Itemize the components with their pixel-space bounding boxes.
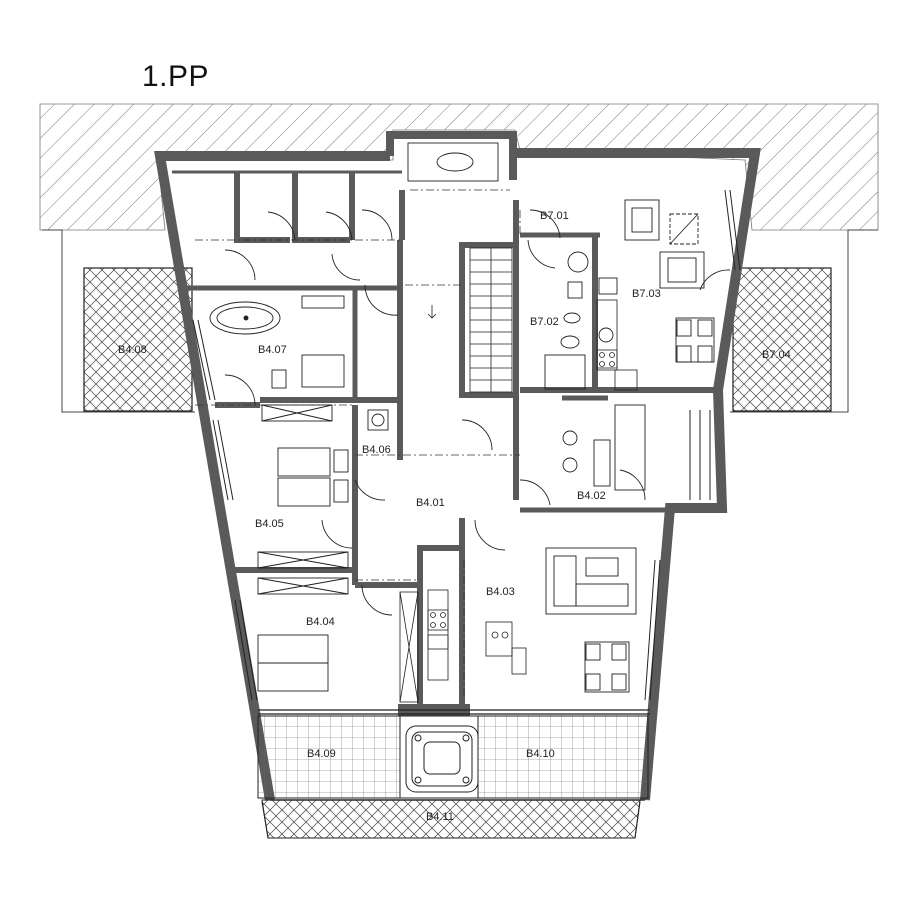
label-b403: B4.03 xyxy=(486,586,515,598)
circulation-lines xyxy=(195,189,521,700)
label-b406: B4.06 xyxy=(362,444,391,456)
hot-tub xyxy=(405,725,479,793)
label-b701: B7.01 xyxy=(540,210,569,222)
label-b405: B4.05 xyxy=(255,518,284,530)
staircase xyxy=(427,247,513,393)
balcony-b408 xyxy=(83,267,193,412)
furniture xyxy=(257,199,715,693)
label-b401: B4.01 xyxy=(416,497,445,509)
label-b407: B4.07 xyxy=(258,344,287,356)
kitchens xyxy=(399,299,638,703)
bath-fixtures xyxy=(209,142,618,487)
side-terraces xyxy=(42,229,878,413)
label-b703: B7.03 xyxy=(632,288,661,300)
floor-title: 1.PP xyxy=(142,60,210,93)
label-b702: B7.02 xyxy=(530,316,559,328)
label-b410: B4.10 xyxy=(526,748,555,760)
bottom-terraces xyxy=(257,715,649,839)
terrace-b409 xyxy=(257,715,401,799)
label-b704: B7.04 xyxy=(762,349,791,361)
exterior-walls xyxy=(154,131,761,801)
balcony-b704 xyxy=(732,267,832,412)
label-b411: B4.11 xyxy=(426,811,454,823)
interior-walls xyxy=(172,170,720,716)
label-b402: B4.02 xyxy=(577,490,606,502)
label-b409: B4.09 xyxy=(307,748,336,760)
label-b408: B4.08 xyxy=(118,344,147,356)
windows xyxy=(192,189,741,701)
doors xyxy=(224,209,731,616)
room-labels: B7.01 B7.02 B7.03 B7.04 B4.01 B4.02 B4.0… xyxy=(118,210,791,823)
label-b404: B4.04 xyxy=(306,616,335,628)
terrace-b410 xyxy=(477,715,649,799)
